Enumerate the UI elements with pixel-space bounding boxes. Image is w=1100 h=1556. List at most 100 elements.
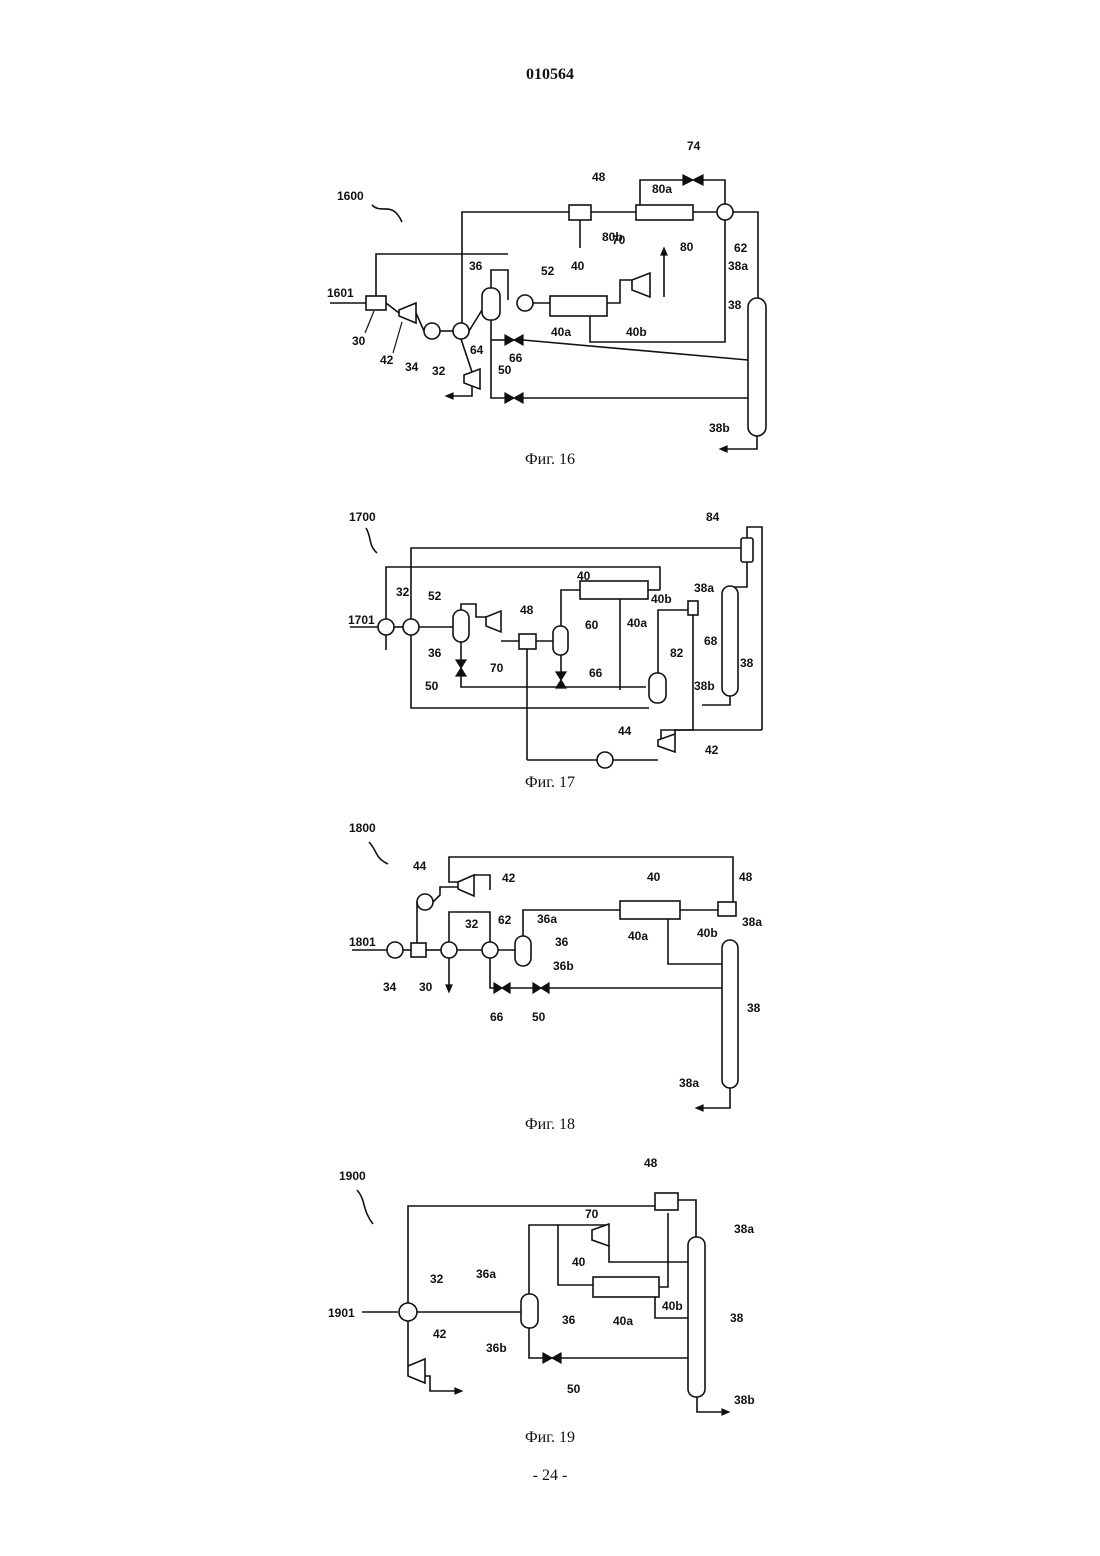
figure-16-caption: Фиг. 16: [0, 451, 1100, 469]
fig16-label-32: 32: [432, 364, 446, 378]
fig17-expander-70: [486, 611, 501, 632]
fig17-label-40: 40: [577, 569, 591, 583]
fig17-system-arrow: [366, 528, 377, 553]
fig19-label-38b: 38b: [734, 1393, 755, 1407]
fig16-label-38a: 38a: [728, 259, 748, 273]
fig16-label-48: 48: [592, 170, 606, 184]
fig18-label-40a: 40a: [628, 929, 648, 943]
fig16-label-38: 38: [728, 298, 742, 312]
fig19-inlet-label: 1901: [328, 1306, 355, 1320]
fig16-mixer-30: [366, 296, 386, 310]
fig18-unit-48: [718, 902, 736, 916]
figure-17-diagram: 1700 1701 32 52 36 70 50 48 60 40 40b: [0, 505, 1100, 775]
fig16-separator-36: [482, 288, 500, 320]
fig18-inlet-label: 1801: [349, 935, 376, 949]
fig17-label-36: 36: [428, 646, 442, 660]
fig18-exchanger-62: [482, 942, 498, 958]
fig16-label-38b: 38b: [709, 421, 730, 435]
fig18-label-34: 34: [383, 980, 397, 994]
fig18-label-38a-bottom: 38a: [679, 1076, 699, 1090]
fig16-lead-30: [365, 311, 374, 333]
fig16-label-36: 36: [469, 259, 483, 273]
fig17-label-52: 52: [428, 589, 442, 603]
fig18-arrow-32-down: [446, 985, 452, 992]
fig19-label-40a: 40a: [613, 1314, 633, 1328]
fig16-arrow-64-out: [446, 393, 453, 399]
fig19-expander-70: [592, 1224, 609, 1246]
fig19-label-70: 70: [585, 1207, 599, 1221]
fig18-label-36: 36: [555, 935, 569, 949]
fig16-label-62: 62: [734, 241, 748, 255]
figure-19-caption: Фиг. 19: [0, 1429, 1100, 1447]
fig17-label-48: 48: [520, 603, 534, 617]
fig19-arrow-42-out: [455, 1388, 462, 1394]
fig19-line-col-48: [678, 1200, 696, 1238]
fig19-system-arrow: [357, 1190, 373, 1224]
fig17-line-right-42: [675, 730, 762, 734]
fig17-label-84: 84: [706, 510, 720, 524]
fig16-line-30-42: [386, 303, 399, 313]
fig18-label-32: 32: [465, 917, 479, 931]
fig16-line-66-col: [523, 340, 748, 360]
fig16-system-label: 1600: [337, 189, 364, 203]
fig17-label-42: 42: [705, 743, 719, 757]
fig17-line-col-bottom: [702, 696, 730, 705]
fig19-label-36: 36: [562, 1313, 576, 1327]
fig16-label-52: 52: [541, 264, 555, 278]
fig17-label-70: 70: [490, 661, 504, 675]
fig18-label-44: 44: [413, 859, 427, 873]
fig16-line-74-62: [703, 180, 725, 204]
fig17-line-82-68: [658, 610, 688, 673]
fig18-valve-66: [494, 983, 502, 993]
fig16-valve-50: [505, 393, 514, 403]
fig16-label-30: 30: [352, 334, 366, 348]
fig16-membrane-40: [550, 296, 607, 316]
fig19-label-38: 38: [730, 1311, 744, 1325]
fig19-column-38: [688, 1237, 705, 1397]
page-number: - 24 -: [0, 1467, 1100, 1485]
fig17-label-32: 32: [396, 585, 410, 599]
fig16-label-80b: 80b: [602, 230, 623, 244]
fig18-label-38a-top: 38a: [742, 915, 762, 929]
fig18-label-40b: 40b: [697, 926, 718, 940]
fig17-label-38b: 38b: [694, 679, 715, 693]
figure-18-diagram: 1800 1801 34 30 44 42 32 62 36a 36 36b 4…: [0, 820, 1100, 1120]
fig16-line-32-36: [469, 310, 482, 331]
fig18-exchanger-44: [417, 894, 433, 910]
fig19-label-38a: 38a: [734, 1222, 754, 1236]
fig16-label-40: 40: [571, 259, 585, 273]
fig16-compressor-42: [399, 303, 416, 323]
fig17-label-66: 66: [589, 666, 603, 680]
fig16-label-80a: 80a: [652, 182, 672, 196]
fig18-label-40: 40: [647, 870, 661, 884]
fig16-line-38-62: [733, 212, 758, 300]
fig17-label-44: 44: [618, 724, 632, 738]
fig19-separator-36: [521, 1294, 538, 1328]
fig17-valve-50: [456, 660, 466, 668]
fig19-label-36b: 36b: [486, 1341, 507, 1355]
fig17-label-40b: 40b: [651, 592, 672, 606]
figure-18-caption: Фиг. 18: [0, 1116, 1100, 1134]
fig18-valve-66b: [502, 983, 510, 993]
fig17-label-38a: 38a: [694, 581, 714, 595]
fig18-valve-50: [533, 983, 541, 993]
fig18-arrow-col-bottom: [696, 1105, 703, 1111]
fig18-separator-36: [515, 936, 531, 966]
fig19-exchanger-32: [399, 1303, 417, 1321]
fig19-valve-50: [543, 1353, 552, 1363]
fig18-line-top-loop: [449, 857, 733, 903]
fig18-label-30: 30: [419, 980, 433, 994]
fig16-line-42-34: [416, 313, 424, 331]
fig16-valve-66b: [514, 335, 523, 345]
figure-19-diagram: 1900 1901 32 42 36a 36 36b 70 40 40b 40a…: [0, 1150, 1100, 1430]
fig16-valve-50b: [514, 393, 523, 403]
fig19-line-70-right: [609, 1246, 688, 1262]
fig18-system-label: 1800: [349, 821, 376, 835]
fig17-separator-36: [453, 610, 469, 642]
fig18-column-38: [722, 940, 738, 1088]
fig19-label-40b: 40b: [662, 1299, 683, 1313]
fig18-label-66: 66: [490, 1010, 504, 1024]
fig19-label-40: 40: [572, 1255, 586, 1269]
fig17-label-82: 82: [670, 646, 684, 660]
fig18-exchanger-34: [387, 942, 403, 958]
